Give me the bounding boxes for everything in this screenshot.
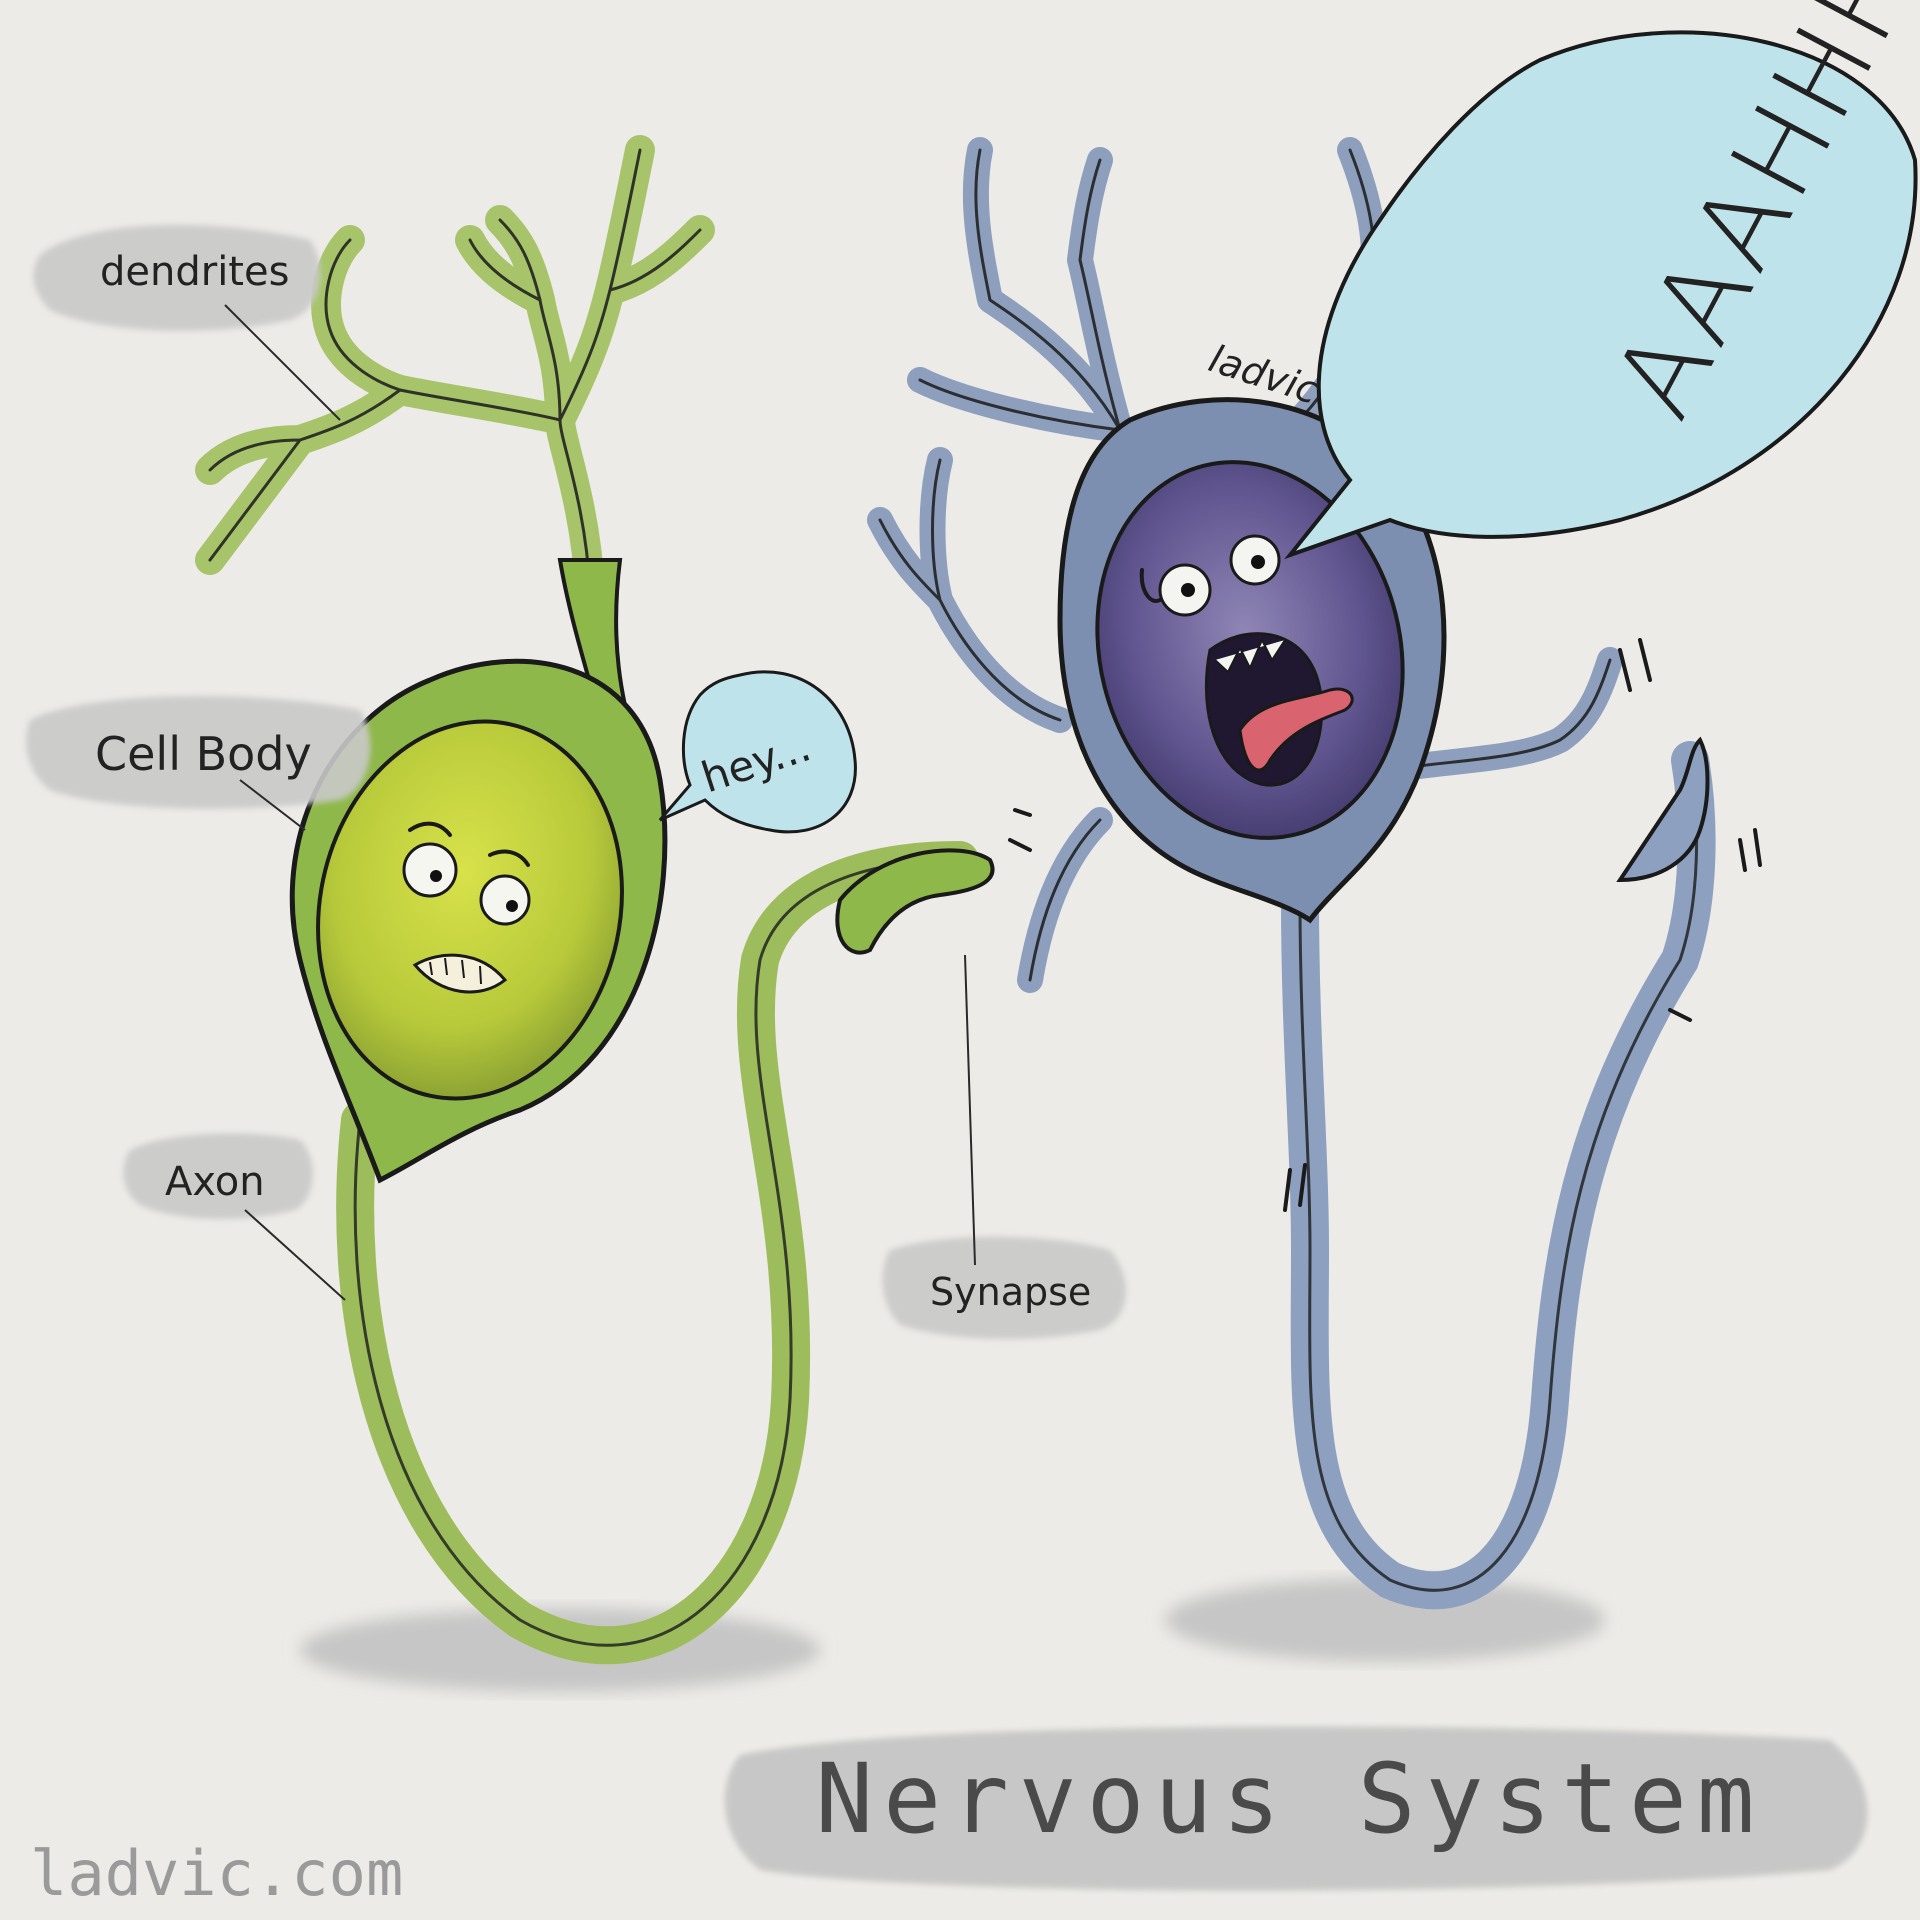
blue-face <box>1139 534 1354 787</box>
title-banner: Nervous System <box>724 1726 1868 1891</box>
label-axon-text: Axon <box>165 1159 265 1205</box>
label-synapse-text: Synapse <box>930 1270 1091 1314</box>
label-cell-body-text: Cell Body <box>95 727 312 781</box>
label-synapse: Synapse <box>882 954 1127 1340</box>
blue-axon-terminal <box>1616 736 1710 883</box>
tongue <box>1238 687 1354 772</box>
label-dendrites-text: dendrites <box>100 249 289 295</box>
label-axon: Axon <box>123 1133 346 1301</box>
speech-bubble-scream: AAAHHHH <box>1284 0 1920 560</box>
blue-neuron-shadow <box>1165 1578 1605 1662</box>
green-nucleus <box>316 719 624 1101</box>
page-title: Nervous System <box>815 1743 1764 1855</box>
blue-axon <box>1281 741 1716 1610</box>
green-face <box>402 821 531 994</box>
green-neuron <box>195 135 995 1665</box>
watermark: ladvic.com <box>30 1837 403 1910</box>
motion-lines <box>1008 638 1762 1212</box>
speech-bubble-hey: hey... <box>658 670 857 834</box>
green-dendrites <box>195 135 715 605</box>
green-axon-terminal <box>835 848 995 955</box>
label-dendrites: dendrites <box>33 224 341 421</box>
label-cell-body: Cell Body <box>26 696 371 831</box>
